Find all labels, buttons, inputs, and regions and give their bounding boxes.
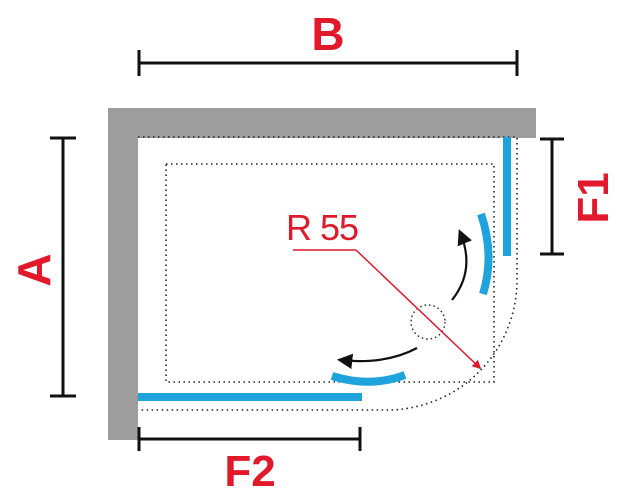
dimension-f2	[137, 427, 362, 451]
label-b: B	[311, 8, 344, 60]
dimension-b	[137, 50, 519, 76]
label-f2: F2	[224, 447, 275, 496]
wall-left	[108, 108, 138, 440]
label-radius: R 55	[286, 207, 358, 248]
dimension-f1	[540, 137, 564, 256]
tray-outer-outline	[138, 136, 518, 411]
sliding-door-upper	[477, 212, 493, 296]
dimension-a	[50, 136, 76, 398]
tray-inner-outline	[165, 163, 495, 383]
radius-arrow	[355, 249, 482, 370]
pivot-circle	[410, 304, 446, 340]
label-f1: F1	[569, 172, 618, 223]
label-a: A	[8, 253, 60, 286]
sliding-door-lower	[330, 371, 407, 386]
wall-top	[108, 108, 536, 138]
door-arrow-up	[451, 229, 472, 301]
wall-corner	[108, 108, 536, 440]
door-arrow-left	[336, 347, 418, 370]
